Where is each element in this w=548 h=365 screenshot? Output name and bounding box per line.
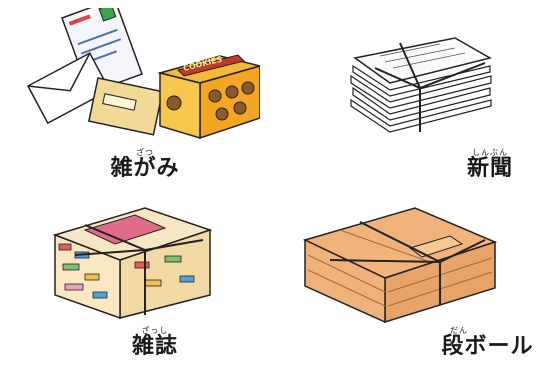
magazine-bundle-icon bbox=[45, 200, 215, 320]
ruby-mixed-paper: ざつ bbox=[136, 148, 154, 157]
mixed-paper-icon: COOKIES bbox=[10, 8, 260, 143]
ruby-magazine: ざっし bbox=[141, 326, 169, 335]
newspaper-bundle-icon bbox=[345, 28, 495, 138]
ruby-cardboard: だん bbox=[450, 326, 468, 335]
label-cardboard: 段ボール bbox=[441, 334, 534, 359]
cardboard-bundle-icon bbox=[300, 200, 500, 325]
label-mixed-paper: 雑がみ bbox=[110, 156, 180, 181]
label-newspaper: 新聞 bbox=[466, 156, 513, 181]
ruby-newspaper: しんぶん bbox=[472, 148, 508, 157]
label-magazine: 雑誌 bbox=[131, 334, 178, 359]
